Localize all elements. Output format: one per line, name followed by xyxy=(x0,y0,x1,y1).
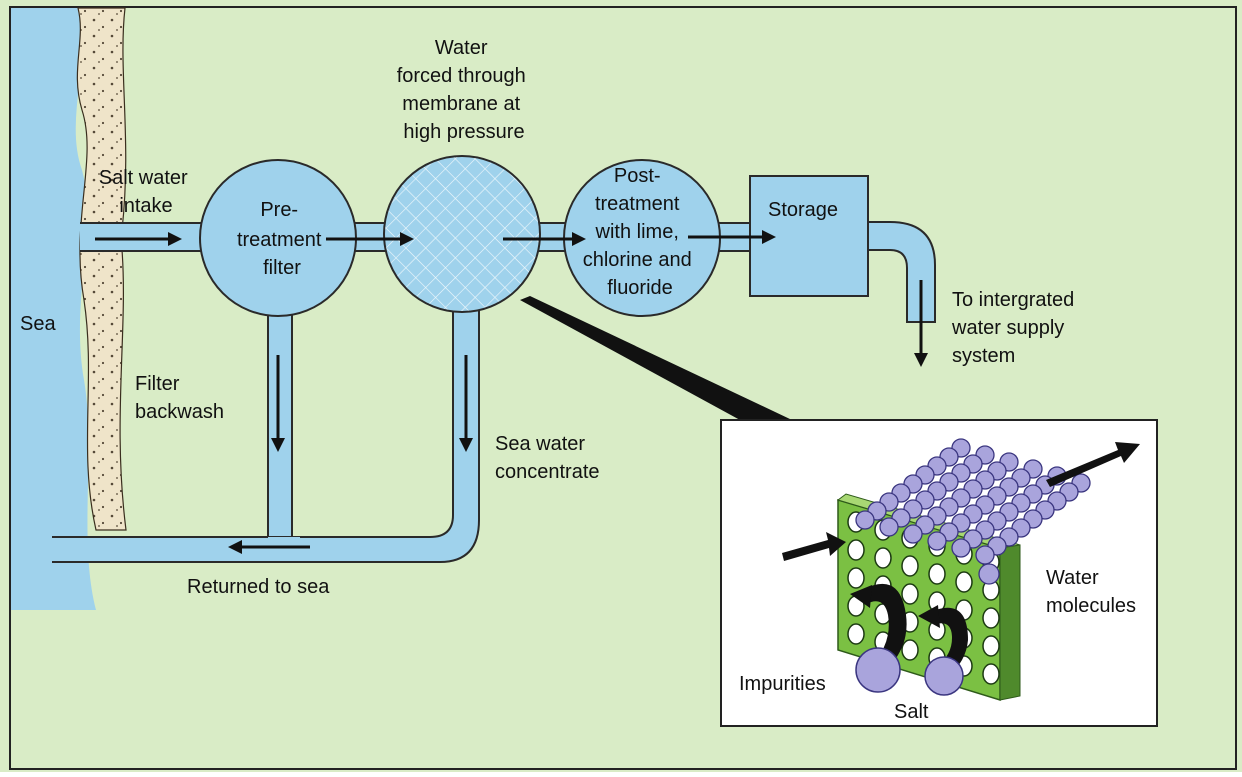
membrane-hole xyxy=(901,555,919,577)
membrane-hole xyxy=(901,639,919,661)
flow-arrows xyxy=(95,230,928,554)
membrane-hole xyxy=(901,583,919,605)
concentrate-label: Sea water concentrate xyxy=(495,433,600,483)
pretreatment-label: Pre- treatment filter xyxy=(237,199,327,279)
labels: Sea Salt water intake Pre- treatment fil… xyxy=(20,37,1136,723)
water-molecule xyxy=(927,531,947,551)
filter-backwash-label: Filter backwash xyxy=(135,373,224,423)
membrane-inset xyxy=(720,419,1158,727)
posttreatment-label: Post- treatment with lime, chlorine and … xyxy=(583,165,698,299)
salt-sphere xyxy=(924,656,964,696)
storage-label: Storage xyxy=(768,199,838,221)
impurities-label: Impurities xyxy=(739,673,826,695)
impurity-sphere xyxy=(855,647,901,693)
water-molecule xyxy=(951,538,971,558)
water-molecule xyxy=(903,524,923,544)
membrane-mesh xyxy=(385,157,539,311)
sand-texture xyxy=(77,8,126,530)
membrane-hole xyxy=(847,623,865,645)
impurity-arrow-2 xyxy=(930,607,968,676)
membrane-hole xyxy=(955,571,973,593)
intake-pipe xyxy=(80,223,210,251)
salt-label: Salt xyxy=(894,701,929,723)
membrane-hole xyxy=(847,539,865,561)
returned-to-sea-label: Returned to sea xyxy=(187,576,330,598)
membrane-hole xyxy=(982,663,1000,685)
integrated-supply-label: To intergrated water supply system xyxy=(951,289,1080,367)
water-molecules-label: Water molecules xyxy=(1046,567,1136,617)
membrane-hole xyxy=(982,635,1000,657)
water-molecule-front xyxy=(978,563,1000,585)
inlet-arrow xyxy=(782,532,846,561)
sea-label: Sea xyxy=(20,313,56,335)
membrane-caption: Water forced through membrane at high pr… xyxy=(397,37,532,143)
concentrate-pipe xyxy=(291,304,480,563)
callout-pointer xyxy=(520,296,792,420)
outlet-arrow xyxy=(1046,442,1140,487)
membrane-hole xyxy=(847,567,865,589)
sea-area xyxy=(11,8,96,610)
frame xyxy=(9,6,1237,770)
water-molecule xyxy=(855,510,875,530)
membrane-hole xyxy=(928,563,946,585)
water-molecule xyxy=(879,517,899,537)
salt-water-intake-label: Salt water intake xyxy=(99,167,194,217)
impurity-arrow-1 xyxy=(862,583,907,668)
membrane-hole xyxy=(874,547,892,569)
return-pipe xyxy=(52,537,300,562)
backwash-pipe xyxy=(267,304,293,538)
water-molecule xyxy=(975,545,995,565)
membrane-hole xyxy=(982,607,1000,629)
water-molecule-stack xyxy=(855,438,1091,565)
